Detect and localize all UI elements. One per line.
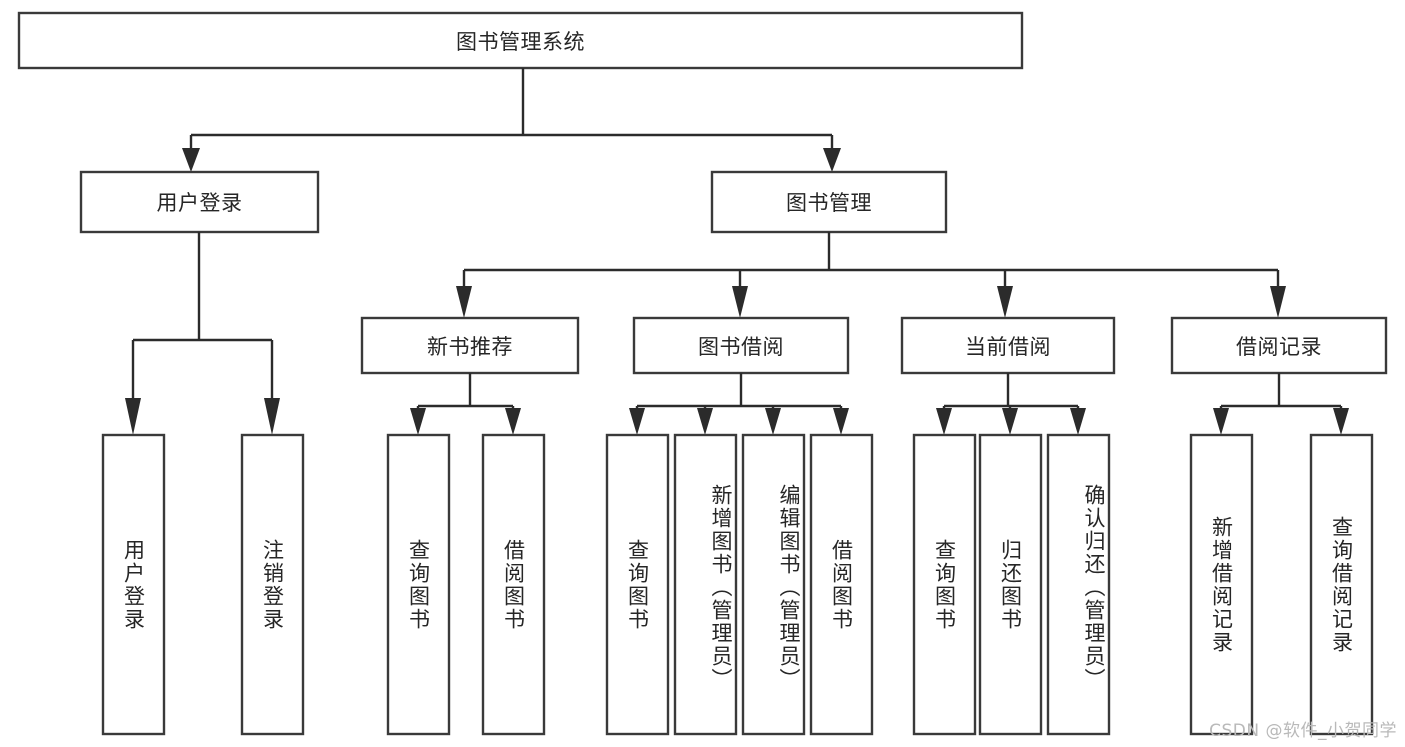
node-box-leaf-borrow-book-2[interactable] — [809, 433, 874, 736]
arrow-head-level3-1 — [456, 286, 472, 318]
arrow-head-level2-2 — [823, 148, 841, 172]
node-box-leaf-query-borrow-record[interactable] — [1309, 433, 1374, 736]
node-box-leaf-confirm-return-admin[interactable] — [1046, 433, 1111, 736]
node-box-new-book-recommend[interactable] — [360, 316, 580, 375]
arrow-head-record-leaf-1 — [1213, 408, 1229, 435]
node-box-current-borrow[interactable] — [900, 316, 1116, 375]
node-box-borrow-record[interactable] — [1170, 316, 1388, 375]
arrow-head-recommend-leaf-2 — [505, 408, 521, 435]
arrow-head-current-leaf-1 — [936, 408, 952, 435]
arrow-head-borrow-leaf-1 — [629, 408, 645, 435]
node-box-leaf-return-book[interactable] — [978, 433, 1043, 736]
arrow-head-current-leaf-3 — [1070, 408, 1086, 435]
node-box-leaf-query-book-1[interactable] — [386, 433, 451, 736]
arrow-head-borrow-leaf-2 — [697, 408, 713, 435]
arrow-head-borrow-leaf-3 — [765, 408, 781, 435]
arrow-head-borrow-leaf-4 — [833, 408, 849, 435]
arrow-head-userlogin-leaf-1 — [125, 398, 141, 435]
node-box-book-borrow[interactable] — [632, 316, 850, 375]
arrow-head-current-leaf-2 — [1002, 408, 1018, 435]
node-box-leaf-query-book-2[interactable] — [605, 433, 670, 736]
node-box-leaf-query-book-3[interactable] — [912, 433, 977, 736]
node-box-user-login[interactable] — [79, 170, 320, 234]
arrow-head-level2-1 — [182, 148, 200, 172]
node-box-book-manage[interactable] — [710, 170, 948, 234]
arrow-head-recommend-leaf-1 — [410, 408, 426, 435]
watermark-text: CSDN @软件_小贺同学 — [1209, 721, 1397, 741]
node-box-leaf-add-borrow-record[interactable] — [1189, 433, 1254, 736]
arrow-head-level3-4 — [1270, 286, 1286, 318]
node-box-leaf-borrow-book-1[interactable] — [481, 433, 546, 736]
arrow-head-userlogin-leaf-2 — [264, 398, 280, 435]
arrow-head-level3-2 — [732, 286, 748, 318]
node-box-leaf-logout[interactable] — [240, 433, 305, 736]
node-box-leaf-add-book-admin[interactable] — [673, 433, 738, 736]
node-box-leaf-user-login[interactable] — [101, 433, 166, 736]
arrow-head-level3-3 — [997, 286, 1013, 318]
node-box-root[interactable] — [17, 11, 1024, 70]
node-box-leaf-edit-book-admin[interactable] — [741, 433, 806, 736]
arrow-head-record-leaf-2 — [1333, 408, 1349, 435]
